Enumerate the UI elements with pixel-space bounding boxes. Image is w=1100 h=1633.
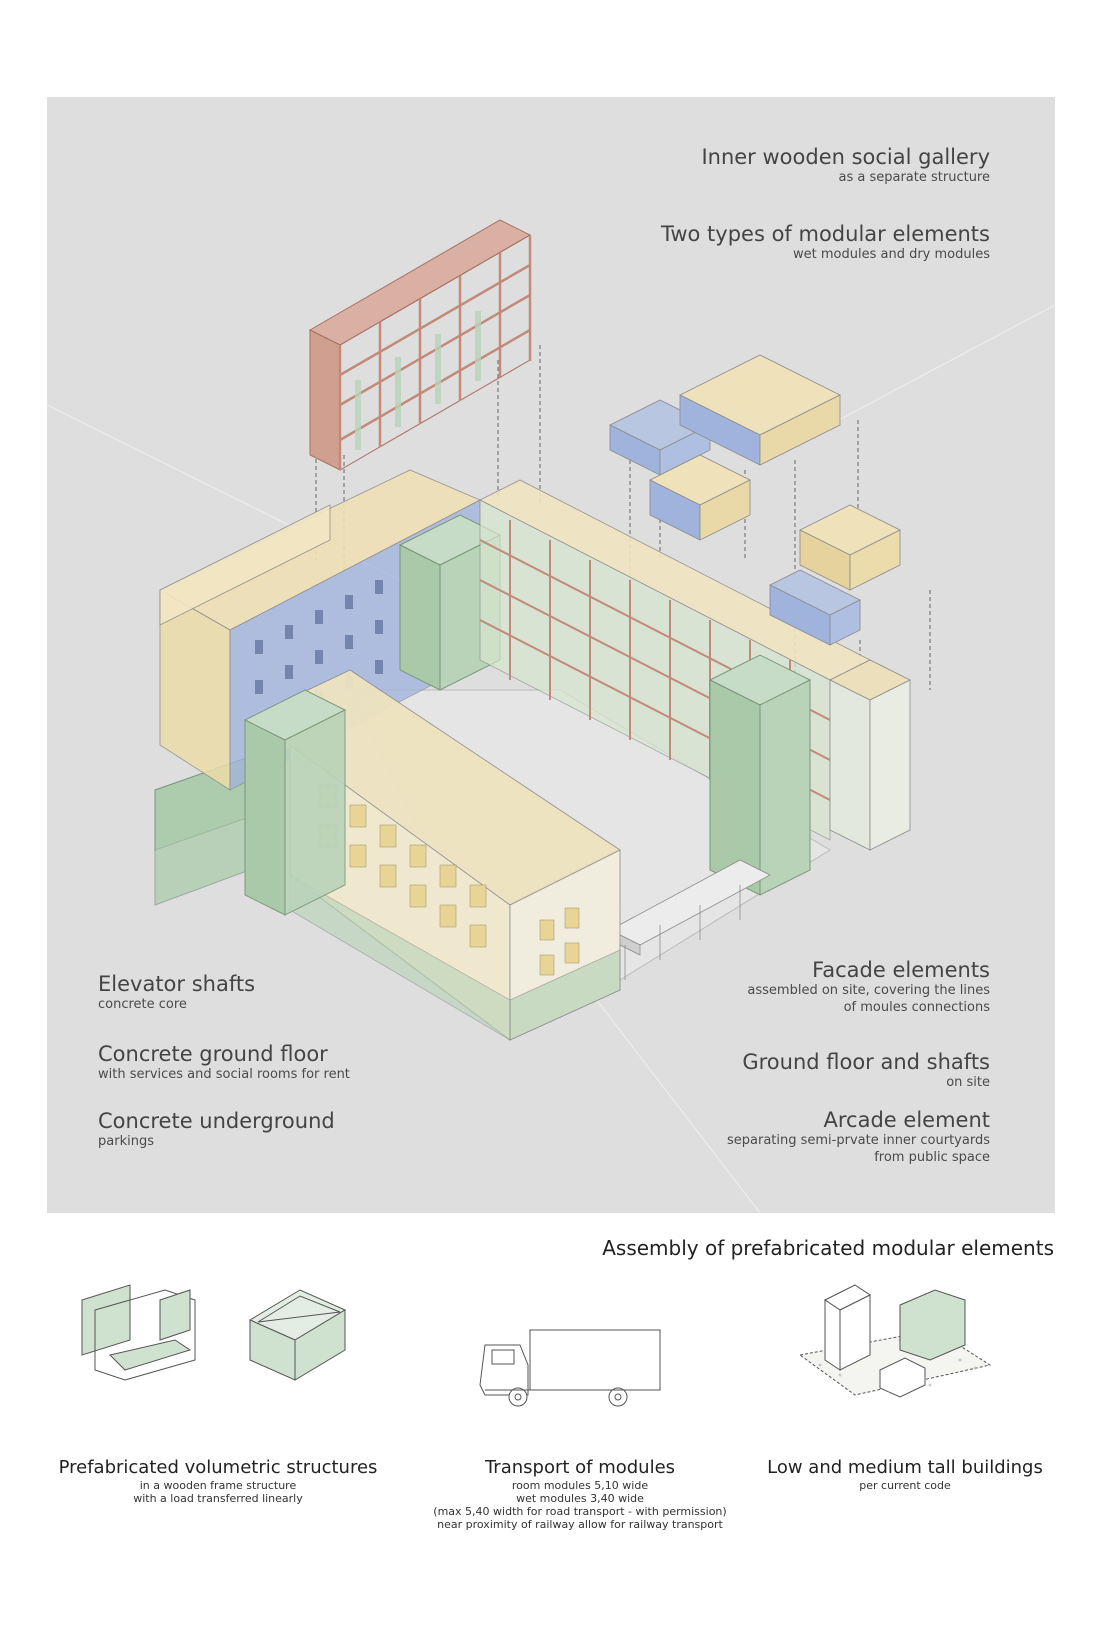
label-modular-title: Two types of modular elements [661,222,990,246]
label-elevator: Elevator shafts concrete core [98,972,255,1013]
label-shafts-title: Ground floor and shafts [742,1050,990,1074]
label-underground: Concrete underground parkings [98,1109,335,1150]
caption-volumetric-line: with a load transferred linearly [133,1491,303,1505]
caption-buildings-line: per current code [859,1478,951,1492]
label-ground-floor-sub: with services and social rooms for rent [98,1067,350,1083]
label-modular-sub: wet modules and dry modules [793,247,990,263]
label-arcade-title: Arcade element [823,1108,990,1132]
label-elevator-sub: concrete core [98,997,187,1013]
far-right-block [829,659,911,851]
caption-buildings-title: Low and medium tall buildings [767,1457,1043,1478]
label-arcade: Arcade element separating semi-prvate in… [727,1108,990,1166]
caption-transport: Transport of modules room modules 5,10 w… [400,1457,760,1531]
label-underground-sub: parkings [98,1134,154,1150]
assembly-title: Assembly of prefabricated modular elemen… [602,1236,1054,1260]
caption-volumetric: Prefabricated volumetric structures in a… [38,1457,398,1505]
label-facade: Facade elements assembled on site, cover… [747,958,990,1016]
label-gallery: Inner wooden social gallery as a separat… [701,145,990,186]
wooden-gallery [308,219,532,471]
label-gallery-sub: as a separate structure [838,170,991,186]
label-facade-title: Facade elements [812,958,990,982]
front-elevator-shaft [243,689,347,916]
label-facade-sub1: assembled on site, covering the lines [747,983,990,999]
truck-icon [479,1329,661,1407]
caption-transport-title: Transport of modules [484,1457,676,1478]
label-arcade-sub1: separating semi-prvate inner courtyards [726,1133,990,1149]
label-ground-floor: Concrete ground floor with services and … [98,1042,350,1083]
wooden-gallery-panels [355,311,481,450]
label-arcade-sub2: from public space [874,1150,990,1166]
label-shafts-sub: on site [946,1075,990,1091]
volumetric-structure-icon [81,1284,347,1381]
label-facade-sub2: of moules connections [843,1000,990,1016]
right-elevator-shaft [708,654,812,896]
label-elevator-title: Elevator shafts [98,972,256,996]
caption-transport-line: near proximity of railway allow for rail… [437,1518,723,1532]
label-modular: Two types of modular elements wet module… [661,222,990,263]
caption-volumetric-line: in a wooden frame structure [139,1478,297,1492]
label-gallery-title: Inner wooden social gallery [701,145,990,169]
label-shafts: Ground floor and shafts on site [742,1050,990,1091]
label-underground-title: Concrete underground [98,1109,335,1133]
caption-buildings: Low and medium tall buildings per curren… [745,1457,1065,1492]
label-ground-floor-title: Concrete ground floor [98,1042,328,1066]
caption-transport-line: (max 5,40 width for road transport - wit… [433,1504,727,1518]
caption-transport-line: wet modules 3,40 wide [516,1491,644,1505]
caption-transport-line: room modules 5,10 wide [511,1478,649,1492]
buildings-icon [798,1284,992,1398]
caption-volumetric-title: Prefabricated volumetric structures [58,1457,378,1478]
floating-modules [609,354,901,646]
